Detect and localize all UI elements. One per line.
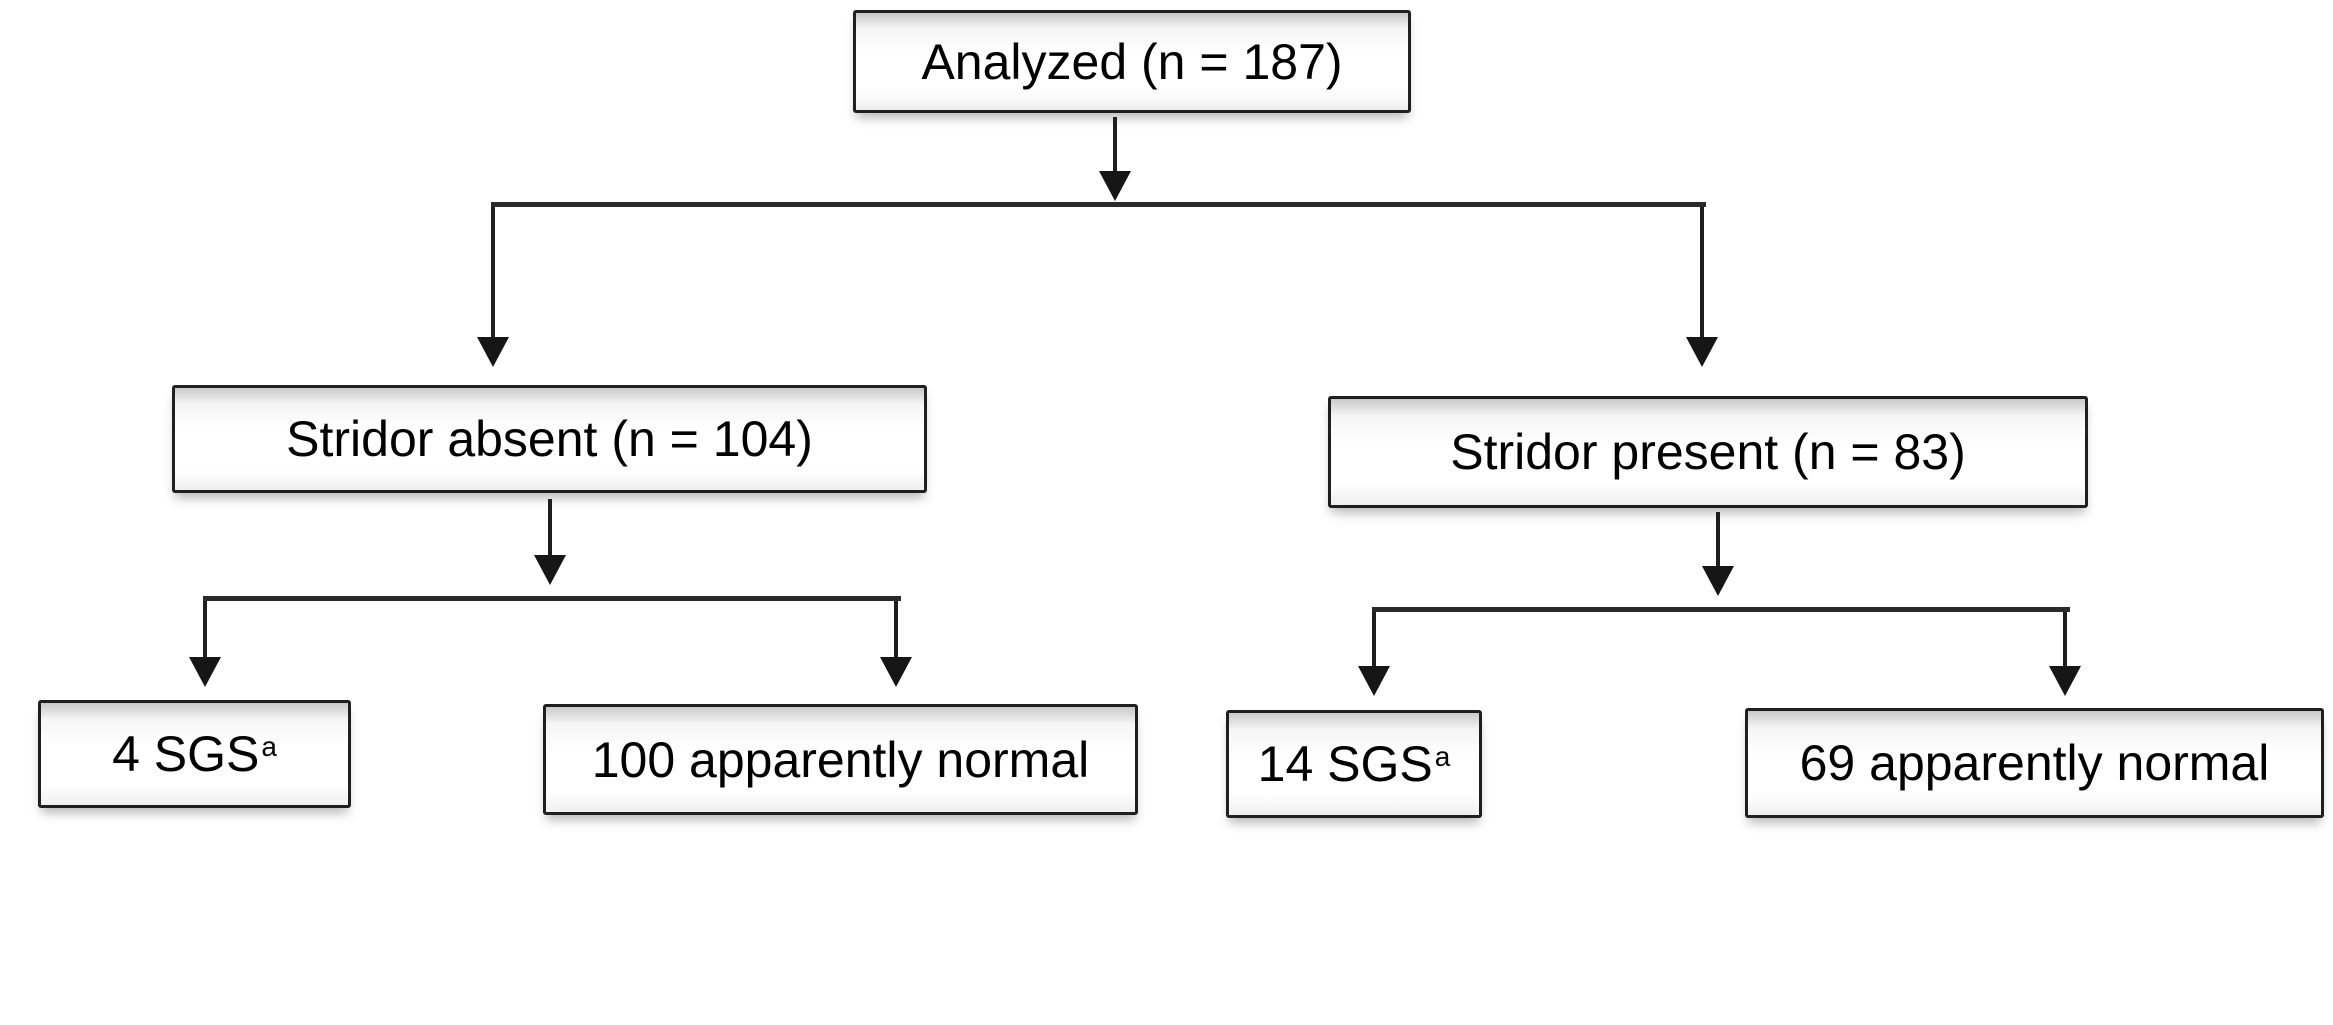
node-sgs-present: 14 SGSa [1226, 710, 1482, 818]
node-sgs-absent-label: 4 SGSa [112, 729, 277, 779]
edge-analyzed-branch-bar [491, 202, 1706, 207]
arrowhead-down-icon [189, 657, 221, 687]
node-sgs-absent-text: 4 SGS [112, 726, 260, 782]
edge-to-sgs-present-line [1372, 612, 1376, 668]
edge-stridor-absent-branch-bar [203, 596, 901, 601]
node-stridor-absent-label: Stridor absent (n = 104) [286, 414, 813, 464]
edge-to-normal-absent-line [894, 601, 898, 659]
node-normal-absent-text: 100 apparently normal [591, 731, 1090, 788]
edge-stridor-present-stem-line [1716, 512, 1720, 568]
edge-stridor-present-branch-bar [1372, 607, 2070, 612]
node-normal-absent-label: 100 apparently normal [592, 735, 1090, 785]
node-sgs-present-label: 14 SGSa [1258, 739, 1451, 789]
edge-to-stridor-present-line [1700, 207, 1704, 339]
node-stridor-absent: Stridor absent (n = 104) [172, 385, 927, 493]
node-stridor-absent-text: Stridor absent (n = 104) [286, 411, 813, 467]
node-normal-present-text: 69 apparently normal [1799, 735, 2270, 791]
arrowhead-down-icon [534, 555, 566, 585]
node-normal-present-label: 69 apparently normal [1800, 738, 2270, 788]
node-stridor-present-text: Stridor present (n = 83) [1450, 424, 1966, 480]
node-sgs-absent: 4 SGSa [38, 700, 351, 808]
node-stridor-present: Stridor present (n = 83) [1328, 396, 2088, 508]
edge-analyzed-stem-line [1113, 117, 1117, 173]
arrowhead-down-icon [1358, 666, 1390, 696]
node-analyzed: Analyzed (n = 187) [853, 10, 1411, 113]
arrowhead-down-icon [477, 337, 509, 367]
edge-stridor-absent-stem-line [548, 499, 552, 557]
edge-to-normal-present-line [2063, 612, 2067, 668]
arrowhead-down-icon [880, 657, 912, 687]
node-stridor-present-label: Stridor present (n = 83) [1450, 427, 1966, 477]
arrowhead-down-icon [1686, 337, 1718, 367]
arrowhead-down-icon [1702, 566, 1734, 596]
node-sgs-present-text: 14 SGS [1257, 736, 1433, 792]
node-normal-present: 69 apparently normal [1745, 708, 2324, 818]
node-analyzed-label: Analyzed (n = 187) [921, 37, 1342, 87]
footnote-marker: a [261, 731, 277, 763]
edge-to-sgs-absent-line [203, 601, 207, 659]
arrowhead-down-icon [1099, 171, 1131, 201]
footnote-marker: a [1434, 741, 1451, 773]
node-analyzed-text: Analyzed (n = 187) [921, 33, 1343, 90]
arrowhead-down-icon [2049, 666, 2081, 696]
edge-to-stridor-absent-line [491, 207, 495, 339]
node-normal-absent: 100 apparently normal [543, 704, 1138, 815]
